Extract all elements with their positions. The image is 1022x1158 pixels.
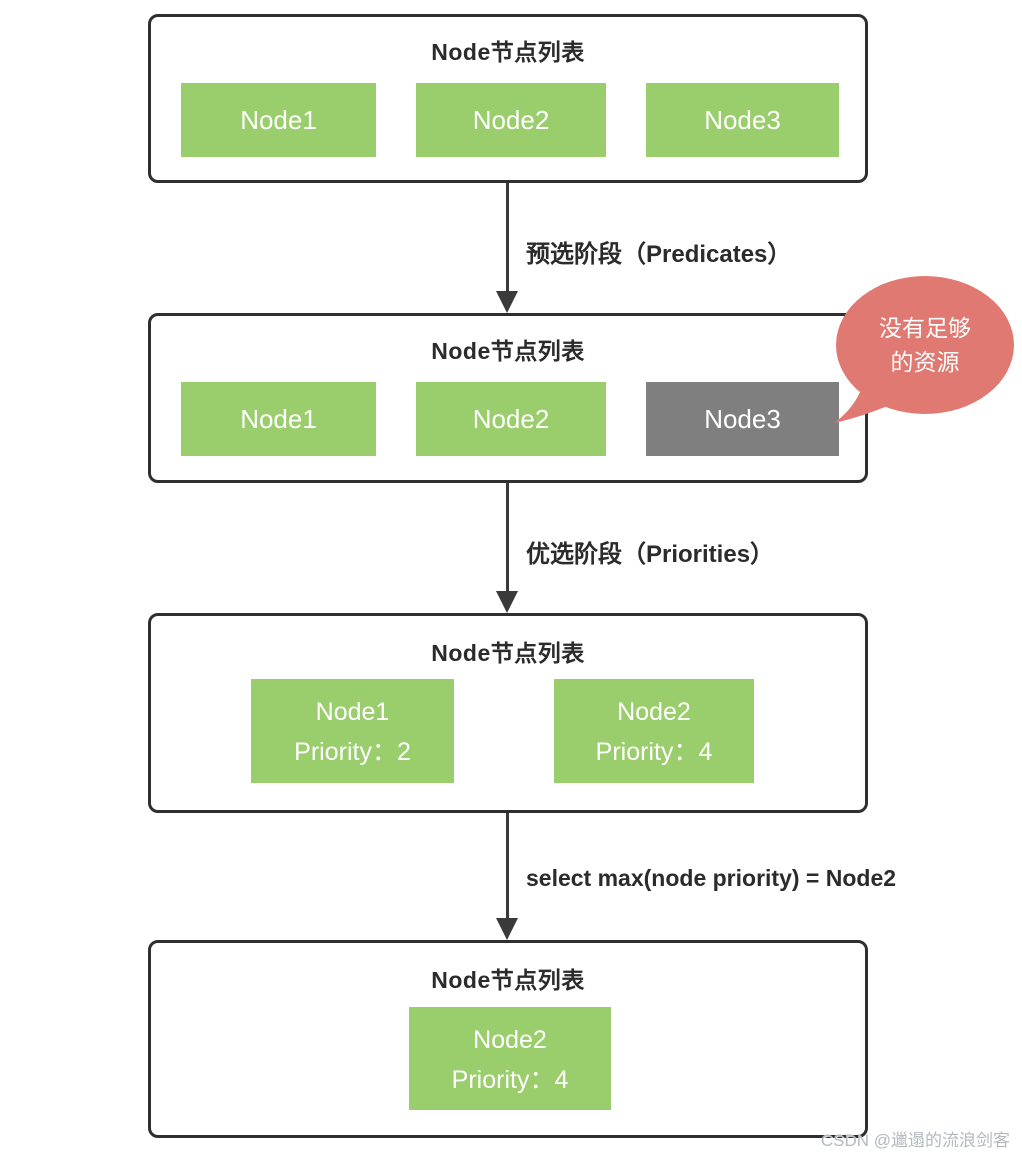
callout-text: 没有足够 的资源 xyxy=(836,311,1014,379)
node-chip-node2: Node2 xyxy=(416,382,606,456)
node-chip-node3-excluded: Node3 xyxy=(646,382,839,456)
arrow-head-predicates xyxy=(496,291,518,313)
node-chip-node1: Node1 xyxy=(181,382,376,456)
csdn-watermark: CSDN @邋遢的流浪剑客 xyxy=(820,1131,1010,1150)
arrow-line-predicates xyxy=(506,183,509,291)
callout-line1: 没有足够 xyxy=(879,315,971,341)
node-label: Node1 xyxy=(240,404,317,434)
stage-title: Node节点列表 xyxy=(431,967,585,993)
node-priority: Priority：2 xyxy=(294,738,411,766)
arrow-label-priorities: 优选阶段（Priorities） xyxy=(526,541,775,568)
arrow-label-predicates: 预选阶段（Predicates） xyxy=(526,241,792,268)
stage-box-selected: Node节点列表 Node2 Priority：4 xyxy=(148,940,868,1138)
stage-title: Node节点列表 xyxy=(431,39,585,65)
callout-line2: 的资源 xyxy=(890,349,960,375)
arrow-head-select-max xyxy=(496,918,518,940)
node-priority: Priority：4 xyxy=(451,1066,569,1094)
callout-bubble xyxy=(834,276,1014,423)
node-label: Node1 xyxy=(240,105,317,135)
stage-box-after-predicates: Node节点列表 Node1 Node2 Node3 xyxy=(148,313,868,483)
arrow-head-priorities xyxy=(496,591,518,613)
callout-ellipse xyxy=(836,276,1014,414)
node-label: Node2 xyxy=(472,404,550,434)
node-label: Node3 xyxy=(704,105,781,135)
node-chip-node2: Node2 xyxy=(416,83,606,157)
node-label: Node3 xyxy=(704,404,781,434)
stage-title: Node节点列表 xyxy=(431,640,585,666)
node-label: Node1 xyxy=(315,698,390,726)
node-chip-node2-selected: Node2 Priority：4 xyxy=(409,1007,611,1110)
stage-title: Node节点列表 xyxy=(431,338,585,364)
node-chip-node1-priority: Node1 Priority：2 xyxy=(251,679,454,783)
stage-box-scored: Node节点列表 Node1 Priority：2 Node2 Priority… xyxy=(148,613,868,813)
node-label: Node2 xyxy=(472,105,550,135)
stage-box-candidates: Node节点列表 Node1 Node2 Node3 xyxy=(148,14,868,183)
node-label: Node2 xyxy=(617,698,691,726)
node-priority: Priority：4 xyxy=(595,738,713,766)
arrow-label-select-max: select max(node priority) = Node2 xyxy=(526,865,897,891)
node-chip-node3: Node3 xyxy=(646,83,839,157)
node-chip-node2-priority: Node2 Priority：4 xyxy=(554,679,754,783)
node-label: Node2 xyxy=(473,1026,547,1054)
arrow-line-select-max xyxy=(506,813,509,918)
arrow-line-priorities xyxy=(506,483,509,591)
node-chip-node1: Node1 xyxy=(181,83,376,157)
